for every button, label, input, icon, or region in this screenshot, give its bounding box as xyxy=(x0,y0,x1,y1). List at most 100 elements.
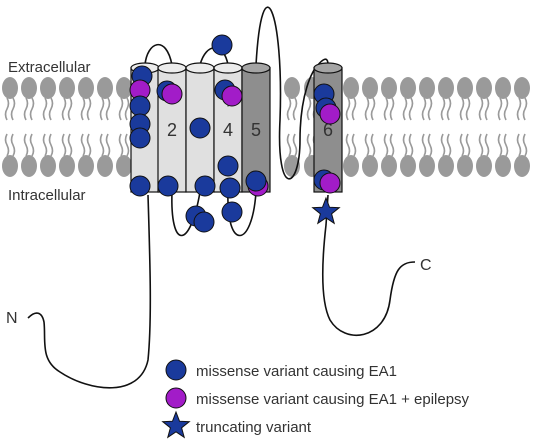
lipid-head xyxy=(116,155,132,177)
loop-s1-s2-extracellular xyxy=(144,43,173,66)
lipid-head xyxy=(2,77,18,99)
lipid-head xyxy=(457,155,473,177)
lipid-tail xyxy=(370,133,376,157)
legend-missense-ea1-label: missense variant causing EA1 xyxy=(196,363,397,380)
lipid-head xyxy=(343,155,359,177)
lipid-tail xyxy=(99,133,105,157)
lipid-tail xyxy=(408,97,414,121)
missense-ea1-marker xyxy=(217,155,239,177)
lipid-head xyxy=(59,77,75,99)
lipid-tail xyxy=(402,133,408,157)
missense-ea1-marker xyxy=(129,95,151,117)
n-terminus-tail xyxy=(27,194,152,389)
lipid-head xyxy=(514,77,530,99)
lipid-tail xyxy=(465,97,471,121)
lipid-tail xyxy=(459,97,465,121)
legend-missense-ea1-epilepsy-swatch xyxy=(165,387,187,409)
lipid-tail xyxy=(61,97,67,121)
lipid-head xyxy=(419,77,435,99)
lipid-head xyxy=(495,77,511,99)
lipid-tail xyxy=(503,133,509,157)
lipid-tail xyxy=(86,133,92,157)
lipid-head xyxy=(400,155,416,177)
variant-markers xyxy=(129,34,341,233)
lipid-tail xyxy=(364,133,370,157)
lipid-tail xyxy=(29,97,35,121)
missense-ea1-epilepsy-marker xyxy=(319,172,341,194)
lipid-tail xyxy=(440,133,446,157)
lipid-tail xyxy=(421,133,427,157)
lipid-tail xyxy=(61,133,67,157)
lipid-tail xyxy=(408,133,414,157)
lipid-tail xyxy=(4,133,10,157)
helix-5-label: 5 xyxy=(251,120,261,140)
missense-ea1-marker xyxy=(129,175,151,197)
lipid-head xyxy=(514,155,530,177)
lipid-tail xyxy=(67,133,73,157)
lipid-tail xyxy=(370,97,376,121)
lipid-tail xyxy=(389,133,395,157)
lipid-head xyxy=(78,77,94,99)
lipid-tail xyxy=(421,97,427,121)
lipid-tail xyxy=(427,97,433,121)
lipid-tail xyxy=(351,133,357,157)
missense-ea1-epilepsy-marker xyxy=(319,103,341,125)
lipid-tail xyxy=(383,133,389,157)
lipid-tail xyxy=(42,97,48,121)
lipid-head xyxy=(116,77,132,99)
c-terminus-label: C xyxy=(420,257,432,274)
lipid-tail xyxy=(497,133,503,157)
lipid-head xyxy=(476,77,492,99)
lipid-tail xyxy=(364,97,370,121)
lipid-tail xyxy=(124,97,130,121)
lipid-tail xyxy=(10,97,16,121)
lipid-tail xyxy=(124,133,130,157)
missense-ea1-marker xyxy=(219,177,241,199)
lipid-tail xyxy=(306,133,312,157)
lipid-head xyxy=(97,155,113,177)
lipid-tail xyxy=(286,97,292,121)
lipid-tail xyxy=(118,97,124,121)
lipid-head xyxy=(419,155,435,177)
lipid-head xyxy=(97,77,113,99)
lipid-head xyxy=(2,155,18,177)
lipid-head xyxy=(381,155,397,177)
lipid-tail xyxy=(4,97,10,121)
lipid-tail xyxy=(29,133,35,157)
lipid-tail xyxy=(465,133,471,157)
intracellular-label: Intracellular xyxy=(8,187,86,204)
legend: missense variant causing EA1 missense va… xyxy=(161,359,470,439)
lipid-tail xyxy=(516,97,522,121)
helix-2-label: 2 xyxy=(167,120,177,140)
lipid-tail xyxy=(497,97,503,121)
lipid-tail xyxy=(484,97,490,121)
lipid-tail xyxy=(86,97,92,121)
lipid-tail xyxy=(389,97,395,121)
lipid-head xyxy=(343,77,359,99)
lipid-tail xyxy=(286,133,292,157)
missense-ea1-marker xyxy=(221,201,243,223)
legend-missense-ea1-epilepsy-label: missense variant causing EA1 + epilepsy xyxy=(196,391,470,408)
lipid-tail xyxy=(503,97,509,121)
lipid-tail xyxy=(522,133,528,157)
lipid-head xyxy=(400,77,416,99)
lipid-head xyxy=(362,155,378,177)
lipid-tail xyxy=(516,133,522,157)
helix-4-label: 4 xyxy=(223,120,233,140)
lipid-head xyxy=(381,77,397,99)
n-terminus-label: N xyxy=(6,310,18,327)
lipid-head xyxy=(362,77,378,99)
legend-truncating-label: truncating variant xyxy=(196,419,312,436)
lipid-tail xyxy=(23,133,29,157)
lipid-tail xyxy=(306,97,312,121)
truncating-variant-marker xyxy=(311,196,341,225)
lipid-head xyxy=(495,155,511,177)
missense-ea1-marker xyxy=(157,175,179,197)
lipid-tail xyxy=(522,97,528,121)
lipid-tail xyxy=(446,97,452,121)
lipid-tail xyxy=(383,97,389,121)
lipid-tail xyxy=(351,97,357,121)
lipid-tail xyxy=(446,133,452,157)
missense-ea1-marker xyxy=(211,34,233,56)
lipid-head xyxy=(438,155,454,177)
